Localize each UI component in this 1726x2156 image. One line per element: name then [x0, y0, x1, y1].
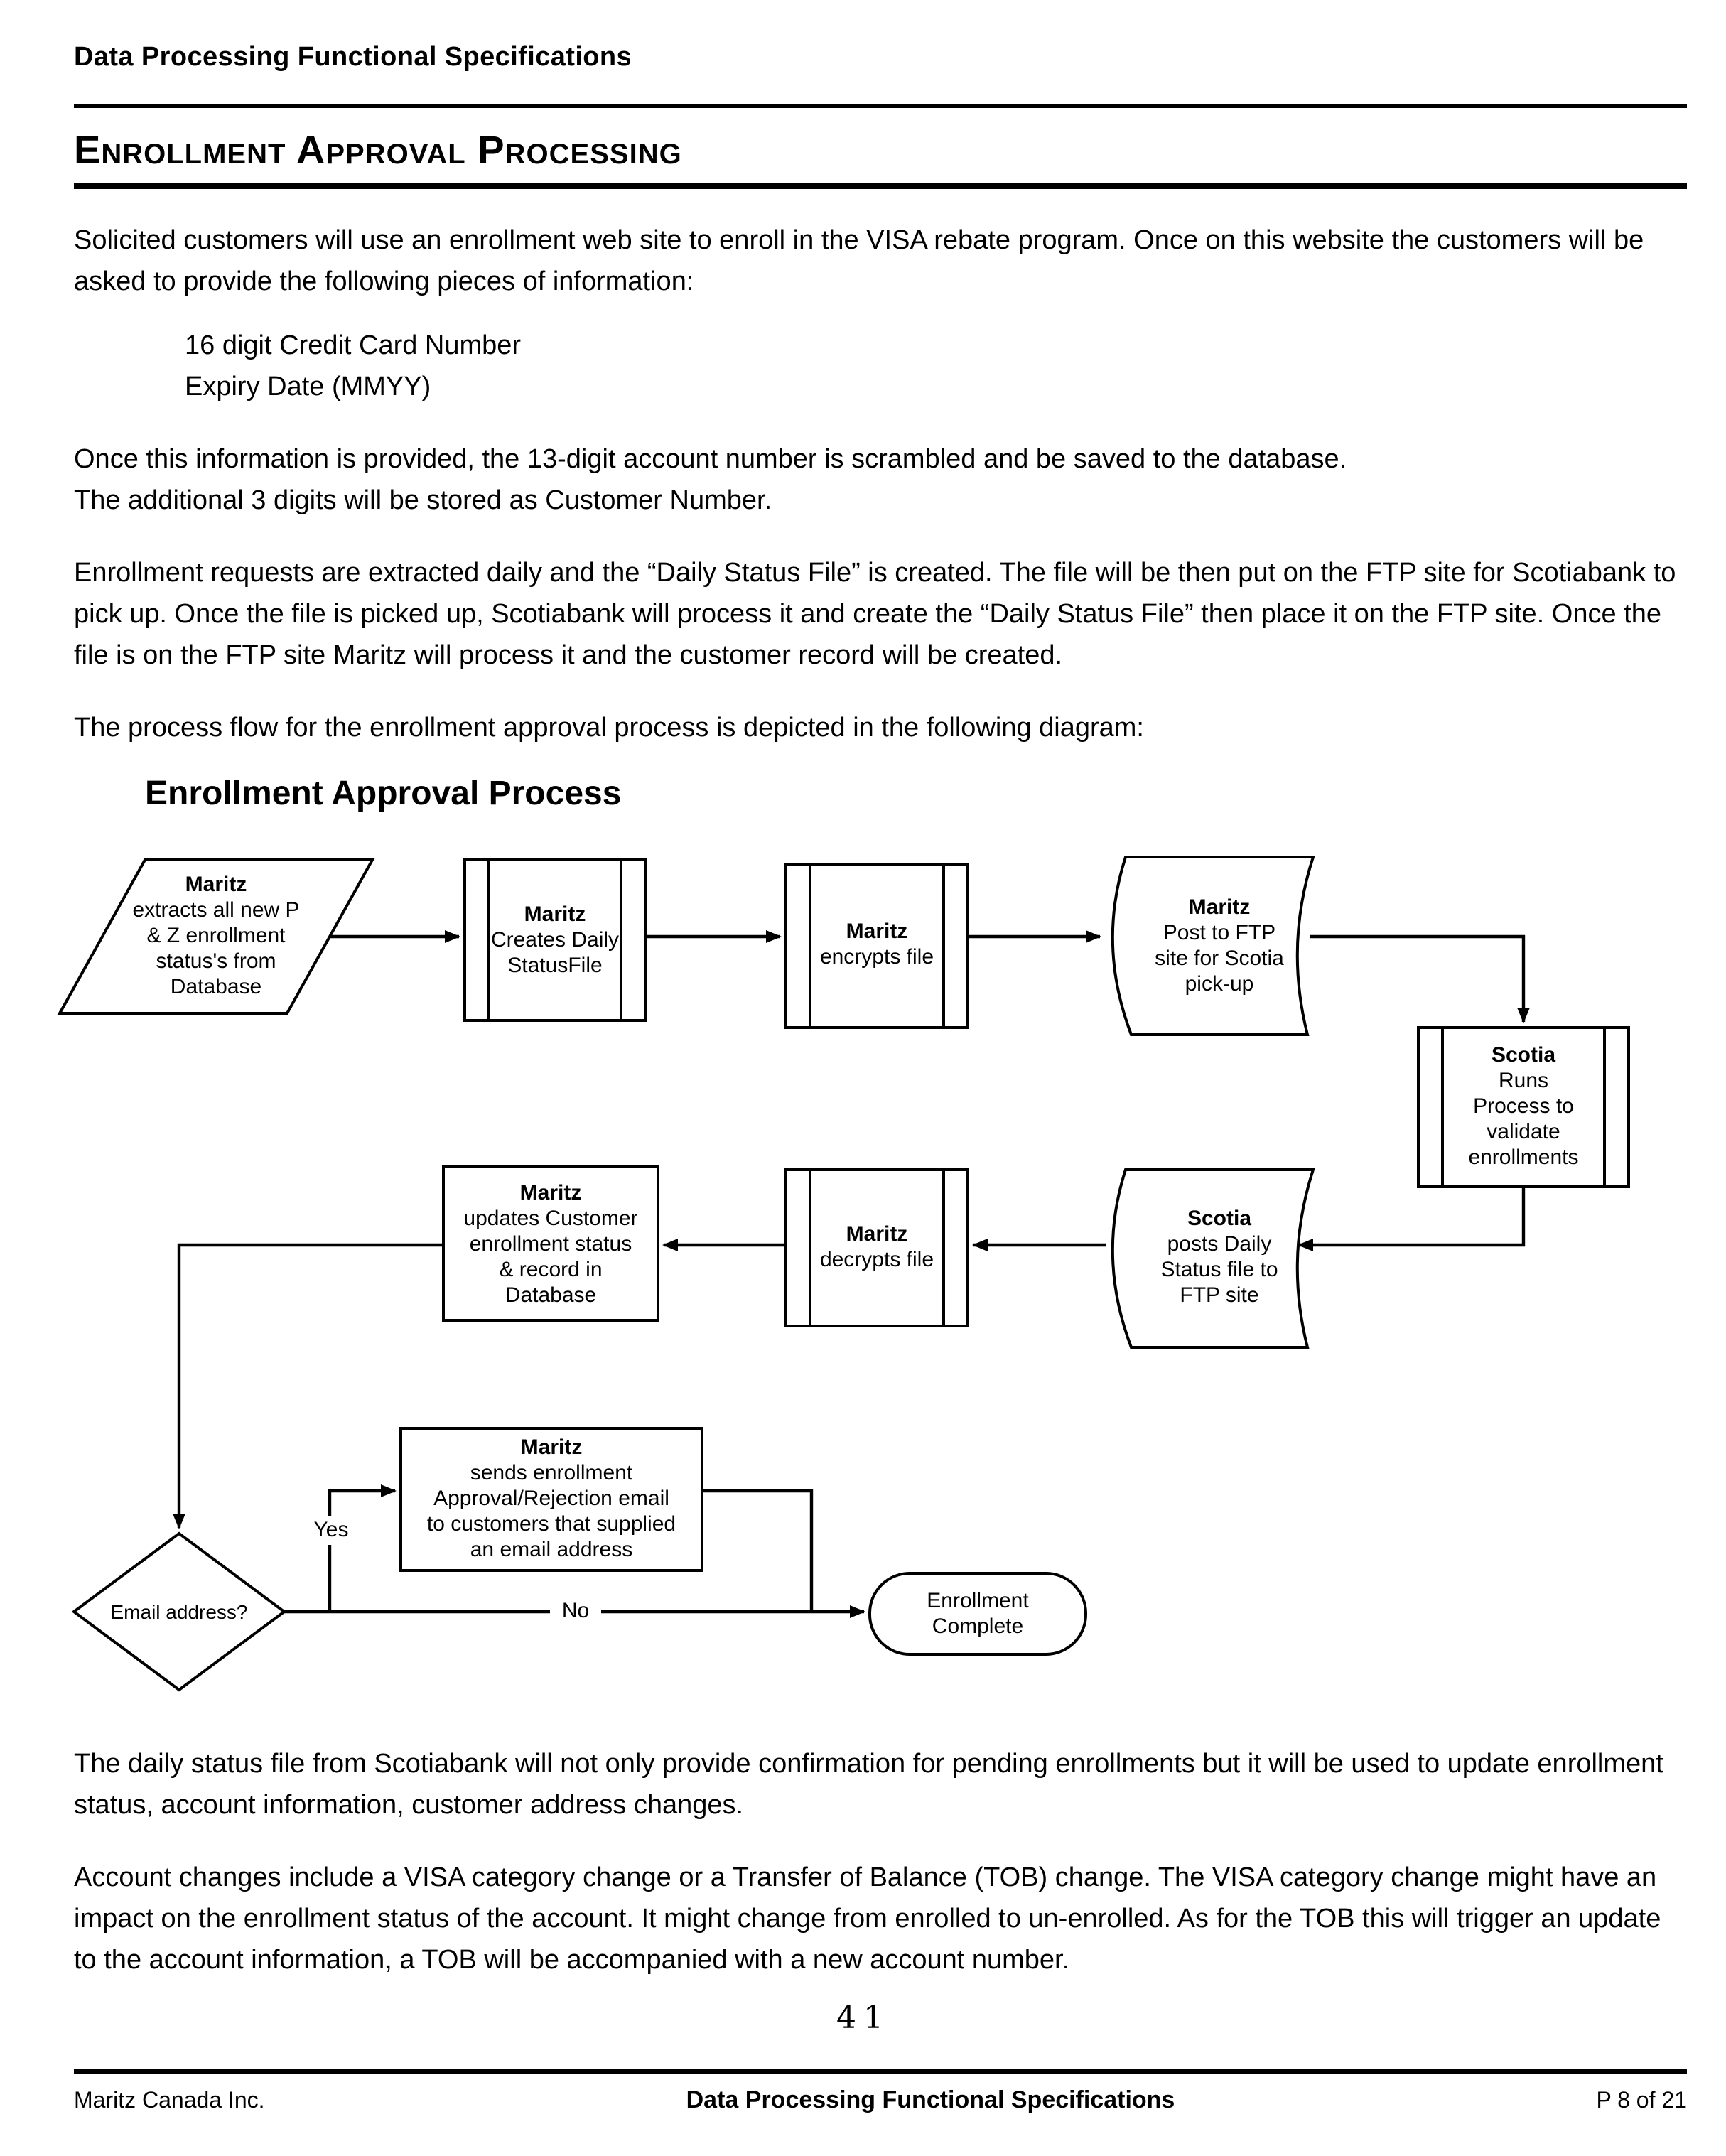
info-list: 16 digit Credit Card Number Expiry Date …: [185, 325, 1687, 408]
shape-validate-process: [1417, 1026, 1630, 1188]
connector-email-to-no-line: [702, 1489, 814, 1610]
flowchart-canvas: [57, 856, 1630, 1692]
section-rule: [74, 183, 1687, 189]
list-item-card-number: 16 digit Credit Card Number: [185, 331, 522, 361]
flowchart-title: Enrollment Approval Process: [145, 775, 622, 813]
paragraph-scramble: Once this information is provided, the 1…: [74, 445, 1347, 516]
shape-create-process: [463, 858, 647, 1022]
header-rule: [74, 104, 1687, 108]
node-email: Maritz sends enrollment Approval/Rejecti…: [426, 1435, 676, 1562]
page-number: 41: [836, 2001, 890, 2037]
branch-label-yes: Yes: [304, 1516, 358, 1545]
footer-doc-title: Data Processing Functional Specification…: [686, 2086, 1175, 2113]
shape-encrypt-process: [784, 863, 969, 1029]
branch-label-no: No: [550, 1597, 601, 1626]
shape-decision-diamond: [71, 1531, 287, 1692]
page-footer: Maritz Canada Inc. Data Processing Funct…: [74, 2069, 1687, 2115]
paragraph-flow-intro: The process flow for the enrollment appr…: [74, 713, 1144, 743]
shape-email-rect: [399, 1427, 703, 1572]
node-encrypt: Maritz encrypts file: [819, 920, 934, 969]
node-create: Maritz Creates Daily StatusFile: [490, 902, 620, 978]
shape-extract-parallelogram: [57, 858, 375, 1015]
node-decrypt: Maritz decrypts file: [819, 1222, 934, 1272]
arrow-yes-to-email: [328, 1484, 397, 1612]
arrow-validate-to-posts-daily: [1298, 1187, 1526, 1251]
node-decision: Email address?: [110, 1600, 248, 1623]
paragraph-intro: Solicited customers will use an enrollme…: [74, 226, 1644, 297]
node-posts-daily: Scotia posts Daily Status file to FTP si…: [1160, 1207, 1278, 1308]
arrow-post-to-validate: [1310, 934, 1530, 1023]
footer-company: Maritz Canada Inc.: [74, 2089, 265, 2113]
paragraph-daily-file: Enrollment requests are extracted daily …: [74, 559, 1676, 671]
shape-complete-terminator: [868, 1572, 1087, 1656]
section-title: Enrollment Approval Processing: [74, 128, 682, 172]
arrow-update-to-decision: [173, 1243, 443, 1529]
paragraph-daily-status: The daily status file from Scotiabank wi…: [74, 1750, 1663, 1821]
flowchart-enrollment-approval: Enrollment Approval Process: [37, 772, 1685, 1713]
shape-decrypt-process: [784, 1168, 969, 1327]
node-post-ftp: Maritz Post to FTP site for Scotia pick-…: [1155, 895, 1284, 996]
node-validate: Scotia Runs Process to validate enrollme…: [1468, 1043, 1579, 1170]
list-item-expiry: Expiry Date (MMYY): [185, 372, 431, 402]
node-update: Maritz updates Customer enrollment statu…: [463, 1180, 638, 1307]
node-extract: Maritz extracts all new P & Z enrollment…: [132, 873, 300, 999]
paragraph-account-changes: Account changes include a VISA category …: [74, 1863, 1661, 1976]
footer-page-indicator: P 8 of 21: [1596, 2089, 1687, 2113]
running-header: Data Processing Functional Specification…: [74, 43, 632, 72]
shape-posts-daily-document: [1111, 1168, 1315, 1349]
node-complete: Enrollment Complete: [927, 1588, 1029, 1638]
shape-post-ftp-document: [1111, 856, 1315, 1036]
shape-update-rect: [442, 1165, 659, 1322]
